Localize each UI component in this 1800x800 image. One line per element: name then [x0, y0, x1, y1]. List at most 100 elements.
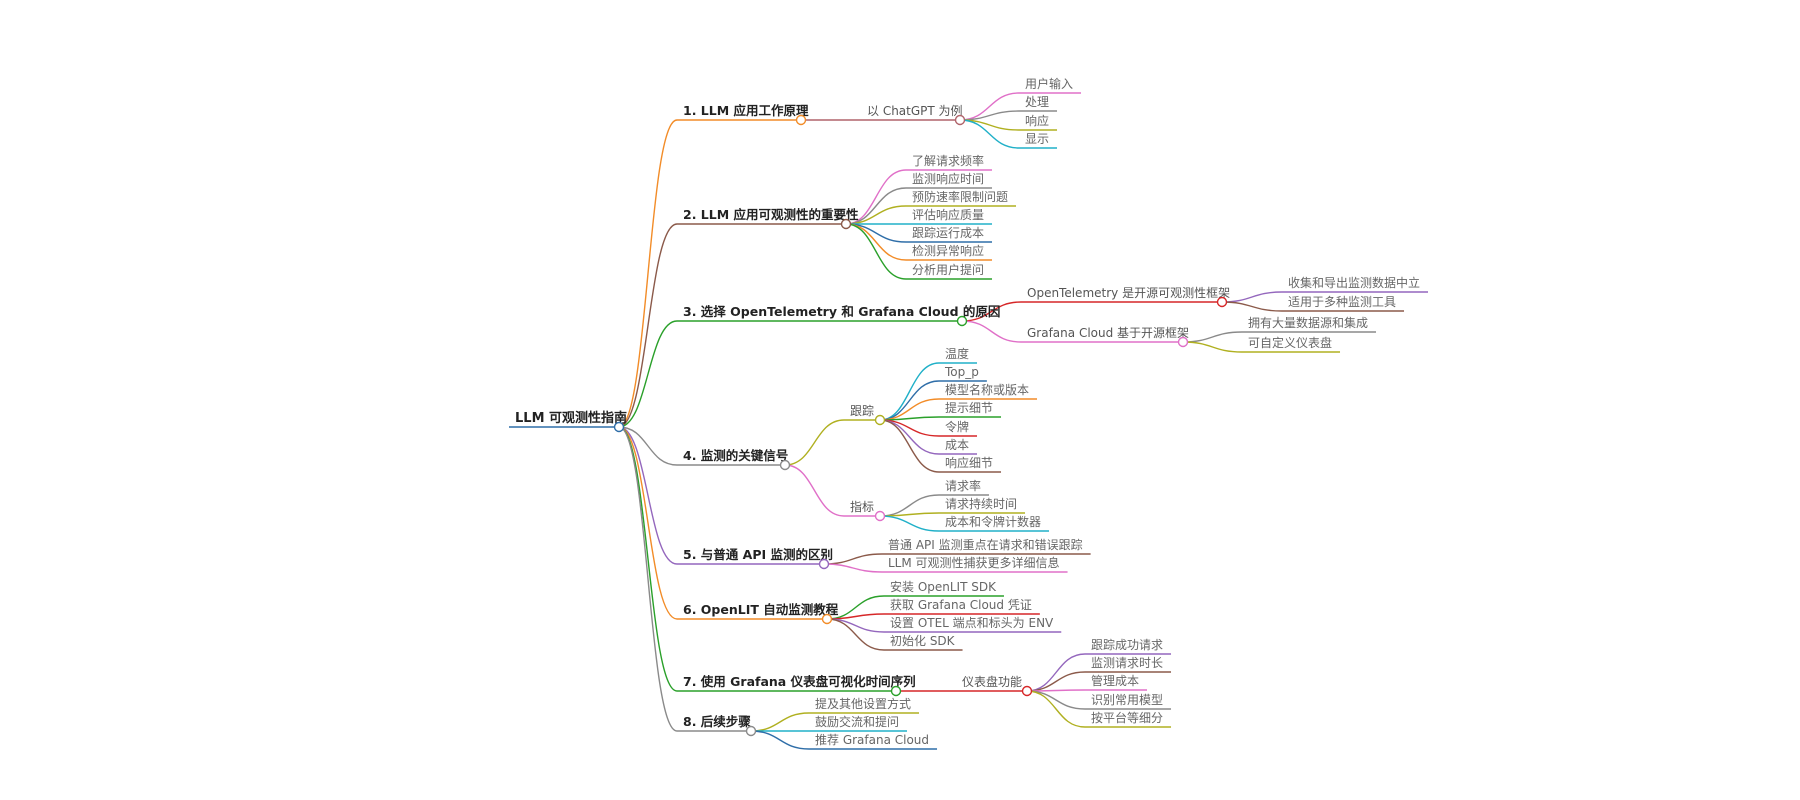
edge-branch-4-to-child-2 [784, 464, 845, 517]
branch-3-child-1[interactable]: OpenTelemetry 是开源可观测性框架 [1021, 286, 1230, 303]
edge-branch-1-child-1-to-leaf-4 [959, 119, 1020, 149]
branch-4-child-1-leaf-4[interactable]: 提示细节 [939, 400, 1002, 418]
edge-branch-4-child-1-to-leaf-7 [879, 419, 940, 473]
branch-6-node[interactable]: 6. OpenLIT 自动监测教程 [677, 602, 839, 620]
branch-8-node[interactable]: 8. 后续步骤 [677, 714, 751, 732]
branch-6-node-label: 6. OpenLIT 自动监测教程 [683, 602, 839, 617]
branch-3-child-1-leaf-1[interactable]: 收集和导出监测数据中立 [1282, 275, 1429, 293]
branch-8-child-3-label: 推荐 Grafana Cloud [815, 733, 929, 747]
branch-1-child-1-leaf-3[interactable]: 响应 [1019, 113, 1058, 131]
root-collapse-dot[interactable] [613, 421, 625, 433]
edge-branch-6-to-child-3 [826, 618, 885, 633]
branch-8-child-3[interactable]: 推荐 Grafana Cloud [809, 733, 938, 750]
root-node[interactable]: LLM 可观测性指南 [509, 410, 627, 428]
branch-4-collapse-dot[interactable] [779, 459, 791, 471]
branch-4-child-2-leaf-2[interactable]: 请求持续时间 [939, 496, 1026, 514]
branch-3-child-2[interactable]: Grafana Cloud 基于开源框架 [1021, 326, 1189, 343]
branch-6-collapse-dot[interactable] [821, 613, 833, 625]
branch-1-child-1-leaf-4[interactable]: 显示 [1019, 132, 1058, 149]
branch-2-node[interactable]: 2. LLM 应用可观测性的重要性 [677, 207, 859, 225]
branch-7-child-1-leaf-3[interactable]: 管理成本 [1085, 673, 1148, 691]
branch-3-node-label: 3. 选择 OpenTelemetry 和 Grafana Cloud 的原因 [683, 304, 1000, 319]
branch-3-child-2-leaf-2[interactable]: 可自定义仪表盘 [1242, 335, 1341, 353]
branch-4-child-2-leaf-3[interactable]: 成本和令牌计数器 [939, 514, 1050, 532]
branch-3-child-1-collapse-dot[interactable] [1216, 296, 1228, 308]
branch-3-collapse-dot[interactable] [956, 315, 968, 327]
branch-4-child-2-leaf-1[interactable]: 请求率 [939, 478, 990, 496]
branch-7-collapse-dot[interactable] [890, 685, 902, 697]
branch-4-child-2[interactable]: 指标 [844, 499, 880, 517]
branch-4-child-1-leaf-7[interactable]: 响应细节 [939, 455, 1002, 473]
branch-1-collapse-dot[interactable] [795, 114, 807, 126]
branch-1-child-1[interactable]: 以 ChatGPT 为例 [861, 104, 963, 121]
branch-6-child-4[interactable]: 初始化 SDK [884, 634, 963, 651]
branch-8-child-2[interactable]: 鼓励交流和提问 [809, 714, 908, 732]
branch-3-child-1-leaf-2[interactable]: 适用于多种监测工具 [1282, 295, 1405, 312]
branch-2-child-2[interactable]: 监测响应时间 [906, 171, 993, 189]
branch-4-child-1-leaf-1[interactable]: 温度 [939, 346, 978, 364]
branch-2-node-label: 2. LLM 应用可观测性的重要性 [683, 207, 859, 222]
edge-branch-3-child-1-to-leaf-2 [1221, 301, 1283, 312]
branch-5-node[interactable]: 5. 与普通 API 监测的区别 [677, 547, 833, 565]
branch-1-child-1-leaf-1[interactable]: 用户输入 [1019, 76, 1082, 94]
edge-root-to-branch-8 [618, 426, 678, 732]
branch-2-child-3-label: 预防速率限制问题 [912, 189, 1008, 204]
branch-8-collapse-dot[interactable] [745, 725, 757, 737]
branch-6-child-3[interactable]: 设置 OTEL 端点和标头为 ENV [884, 616, 1062, 633]
branch-1-child-1-leaf-3-label: 响应 [1025, 113, 1049, 128]
branch-1-child-1-leaf-1-label: 用户输入 [1025, 76, 1073, 91]
branch-4-child-1-leaf-2[interactable]: Top_p [939, 365, 987, 382]
edge-branch-5-to-child-2 [823, 563, 883, 573]
branch-4-child-2-collapse-dot[interactable] [874, 510, 886, 522]
branch-7-child-1-leaf-5[interactable]: 按平台等细分 [1085, 710, 1172, 728]
branch-1-child-1-leaf-2[interactable]: 处理 [1019, 95, 1058, 112]
branch-5-collapse-dot[interactable] [818, 558, 830, 570]
branch-5-child-2[interactable]: LLM 可观测性捕获更多详细信息 [882, 555, 1068, 573]
branch-3-child-2-label: Grafana Cloud 基于开源框架 [1027, 326, 1189, 340]
branch-4-child-1-leaf-5-label: 令牌 [945, 419, 969, 434]
branch-6-child-4-label: 初始化 SDK [890, 634, 956, 648]
branch-6-child-2-label: 获取 Grafana Cloud 凭证 [890, 597, 1032, 612]
branch-3-child-1-label: OpenTelemetry 是开源可观测性框架 [1027, 286, 1230, 300]
branch-7-node[interactable]: 7. 使用 Grafana 仪表盘可视化时间序列 [677, 674, 916, 692]
branch-4-child-1-leaf-7-label: 响应细节 [945, 455, 993, 470]
branch-4-child-1-leaf-5[interactable]: 令牌 [939, 419, 978, 437]
branch-4-child-1-leaf-6[interactable]: 成本 [939, 438, 978, 455]
branch-3-node[interactable]: 3. 选择 OpenTelemetry 和 Grafana Cloud 的原因 [677, 304, 1000, 322]
branch-3-child-2-leaf-1[interactable]: 拥有大量数据源和集成 [1242, 315, 1377, 333]
branch-8-child-1[interactable]: 提及其他设置方式 [809, 696, 920, 714]
branch-1-child-1-collapse-dot[interactable] [954, 114, 966, 126]
branch-3-child-2-leaf-2-label: 可自定义仪表盘 [1248, 335, 1332, 350]
branch-4-child-1-leaf-3[interactable]: 模型名称或版本 [939, 382, 1038, 400]
branch-6-child-1[interactable]: 安装 OpenLIT SDK [884, 579, 1004, 597]
branch-2-child-3[interactable]: 预防速率限制问题 [906, 189, 1017, 207]
edge-branch-3-child-1-to-leaf-1 [1221, 291, 1283, 303]
branch-5-child-1[interactable]: 普通 API 监测重点在请求和错误跟踪 [882, 538, 1091, 555]
branch-7-child-1-leaf-3-label: 管理成本 [1091, 673, 1139, 688]
branch-2-child-7[interactable]: 分析用户提问 [906, 262, 993, 280]
branch-2-child-1[interactable]: 了解请求频率 [906, 153, 993, 171]
branch-4-child-2-label: 指标 [850, 499, 874, 514]
branch-7-child-1-collapse-dot[interactable] [1021, 685, 1033, 697]
branch-6-child-2[interactable]: 获取 Grafana Cloud 凭证 [884, 597, 1040, 615]
branch-8-child-1-label: 提及其他设置方式 [815, 696, 911, 711]
branch-4-child-1[interactable]: 跟踪 [844, 404, 880, 421]
branch-4-child-1-leaf-3-label: 模型名称或版本 [945, 382, 1029, 397]
branch-3-child-2-collapse-dot[interactable] [1177, 336, 1189, 348]
branch-2-child-4[interactable]: 评估响应质量 [906, 207, 993, 225]
edge-branch-8-to-child-1 [750, 712, 810, 732]
branch-7-child-1-leaf-4[interactable]: 识别常用模型 [1085, 693, 1172, 710]
branch-1-node[interactable]: 1. LLM 应用工作原理 [677, 103, 809, 121]
branch-2-child-6[interactable]: 检测异常响应 [906, 243, 993, 261]
branch-8-node-label: 8. 后续步骤 [683, 714, 751, 729]
edge-root-to-branch-3 [618, 320, 678, 428]
branch-2-child-5[interactable]: 跟踪运行成本 [906, 226, 993, 243]
branch-7-child-1[interactable]: 仪表盘功能 [956, 674, 1027, 692]
branch-4-node[interactable]: 4. 监测的关键信号 [677, 448, 788, 466]
branch-2-collapse-dot[interactable] [840, 218, 852, 230]
edge-root-to-branch-4 [618, 426, 678, 466]
branch-7-child-1-leaf-1[interactable]: 跟踪成功请求 [1085, 638, 1172, 655]
branch-4-child-1-collapse-dot[interactable] [874, 414, 886, 426]
branch-7-child-1-leaf-2[interactable]: 监测请求时长 [1085, 656, 1172, 673]
